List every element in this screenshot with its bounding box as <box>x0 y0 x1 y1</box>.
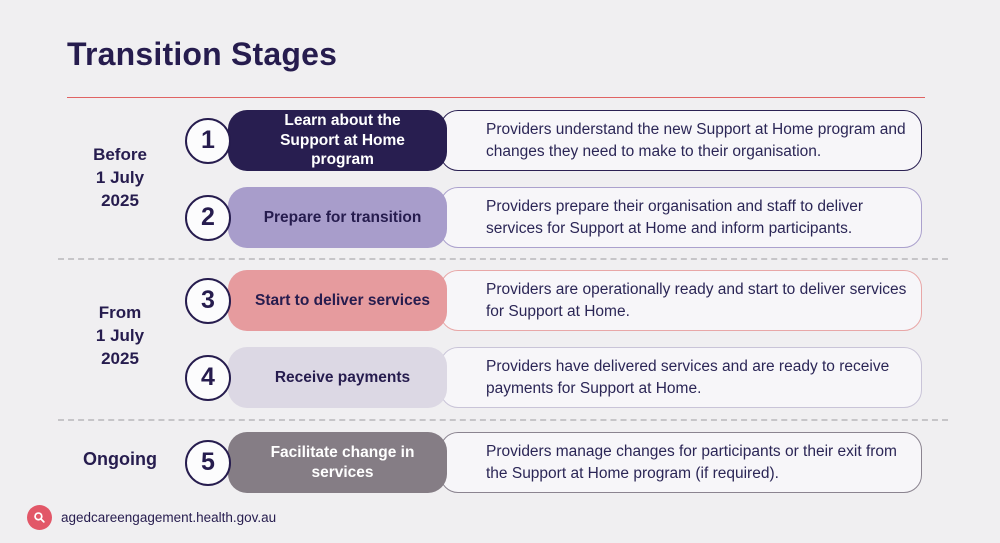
group-label-line: 1 July <box>95 326 145 345</box>
footer: agedcareengagement.health.gov.au <box>27 505 276 530</box>
stage-description: Providers have delivered services and ar… <box>486 357 890 397</box>
stage-pill: Start to deliver services <box>228 270 447 331</box>
stage-description: Providers are operationally ready and st… <box>486 280 907 320</box>
stage-number-badge: 4 <box>185 354 231 401</box>
stage-description: Providers understand the new Support at … <box>486 120 906 160</box>
stage-row-2: Providers prepare their organisation and… <box>0 187 1000 248</box>
group-label-line: Ongoing <box>83 449 157 469</box>
group-label-line: 2025 <box>101 191 139 210</box>
group-label-line: 1 July <box>95 168 145 187</box>
magnifier-icon <box>27 505 52 530</box>
stage-pill: Prepare for transition <box>228 187 447 248</box>
dashed-separator <box>58 258 948 260</box>
stage-description-box: Providers have delivered services and ar… <box>440 347 922 408</box>
stage-number-badge: 1 <box>185 117 231 164</box>
group-label-ongoing: Ongoing <box>55 448 185 471</box>
dashed-separator <box>58 419 948 421</box>
stage-row-3: Providers are operationally ready and st… <box>0 270 1000 331</box>
title-divider <box>67 97 925 98</box>
group-label-line: 2025 <box>101 349 139 368</box>
stage-number-badge: 5 <box>185 439 231 486</box>
stage-description-box: Providers understand the new Support at … <box>440 110 922 171</box>
stage-description-box: Providers prepare their organisation and… <box>440 187 922 248</box>
stage-pill: Facilitate change in services <box>228 432 447 493</box>
stage-number-badge: 3 <box>185 277 231 324</box>
stage-description-box: Providers are operationally ready and st… <box>440 270 922 331</box>
page-title: Transition Stages <box>67 36 338 72</box>
stage-number-badge: 2 <box>185 194 231 241</box>
group-label-line: Before <box>93 145 147 164</box>
group-label-line: From <box>98 303 142 322</box>
stage-description: Providers prepare their organisation and… <box>486 197 864 237</box>
stage-row-1: Providers understand the new Support at … <box>0 110 1000 171</box>
stage-pill: Learn about the Support at Home program <box>228 110 447 171</box>
stage-row-5: Providers manage changes for participant… <box>0 432 1000 493</box>
stage-pill: Receive payments <box>228 347 447 408</box>
stage-description: Providers manage changes for participant… <box>486 442 897 482</box>
stage-row-4: Providers have delivered services and ar… <box>0 347 1000 408</box>
group-label-from-1-july-2025: From 1 July 2025 <box>55 301 185 370</box>
group-label-before-1-july-2025: Before 1 July 2025 <box>55 143 185 212</box>
stage-description-box: Providers manage changes for participant… <box>440 432 922 493</box>
footer-url: agedcareengagement.health.gov.au <box>61 510 277 525</box>
